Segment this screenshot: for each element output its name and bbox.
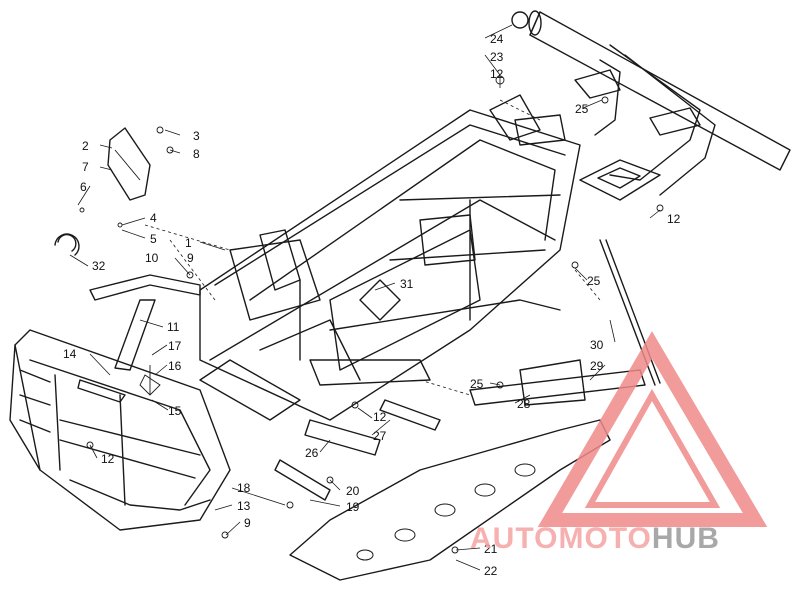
callout-19: 19 [346, 500, 360, 514]
callout-10: 10 [145, 251, 159, 265]
callout-12d: 12 [101, 452, 115, 466]
watermark: AUTOMOTOHUB [470, 331, 768, 555]
leader-lines [69, 24, 661, 571]
callout-27: 27 [373, 429, 387, 443]
callout-9b: 9 [244, 516, 251, 530]
callout-21: 21 [484, 542, 498, 556]
callout-16: 16 [168, 359, 182, 373]
main-frame [199, 94, 581, 421]
watermark-text-primary: AUTOMOTO [470, 522, 652, 555]
callout-17: 17 [168, 339, 182, 353]
callout-3: 3 [193, 129, 200, 143]
callout-9a: 9 [187, 251, 194, 265]
callout-23: 23 [490, 50, 504, 64]
front-bumper [9, 329, 231, 531]
callout-26: 26 [305, 446, 319, 460]
callout-25c: 25 [470, 377, 484, 391]
callout-7: 7 [82, 160, 89, 174]
bar-26-27 [274, 399, 441, 501]
rear-rack [511, 10, 791, 196]
callout-25b: 25 [587, 274, 601, 288]
callout-2: 2 [82, 139, 89, 153]
callout-28: 28 [517, 397, 531, 411]
callout-13: 13 [237, 499, 251, 513]
svg-text:AUTOMOTOHUB: AUTOMOTOHUB [470, 522, 720, 555]
callout-5: 5 [150, 232, 157, 246]
callout-12c: 12 [373, 410, 387, 424]
callout-25a: 25 [575, 102, 589, 116]
callout-20: 20 [346, 484, 360, 498]
callout-8: 8 [193, 147, 200, 161]
watermark-text-secondary: HUB [652, 522, 720, 555]
callout-32: 32 [92, 259, 106, 273]
assembly-dashes [144, 99, 601, 396]
callout-6: 6 [80, 180, 87, 194]
rear-bracket-plate [579, 159, 661, 201]
clamp-ring [54, 233, 80, 256]
callout-labels: 1 2 3 4 5 6 7 8 9 9 10 11 12 12 12 12 13… [63, 32, 681, 578]
callout-15: 15 [168, 404, 182, 418]
callout-12b: 12 [667, 212, 681, 226]
callout-18: 18 [237, 481, 251, 495]
callout-4: 4 [150, 211, 157, 225]
callout-29: 29 [590, 359, 604, 373]
callout-11: 11 [167, 320, 180, 334]
callout-1: 1 [185, 236, 192, 250]
shield-panel [107, 127, 151, 201]
callout-12a: 12 [490, 67, 504, 81]
watermark-triangle-icon [537, 331, 768, 527]
callout-14: 14 [63, 347, 77, 361]
front-brace [89, 274, 201, 371]
callout-22: 22 [484, 564, 498, 578]
callout-31: 31 [400, 277, 414, 291]
callout-30: 30 [590, 338, 604, 352]
callout-24: 24 [490, 32, 504, 46]
